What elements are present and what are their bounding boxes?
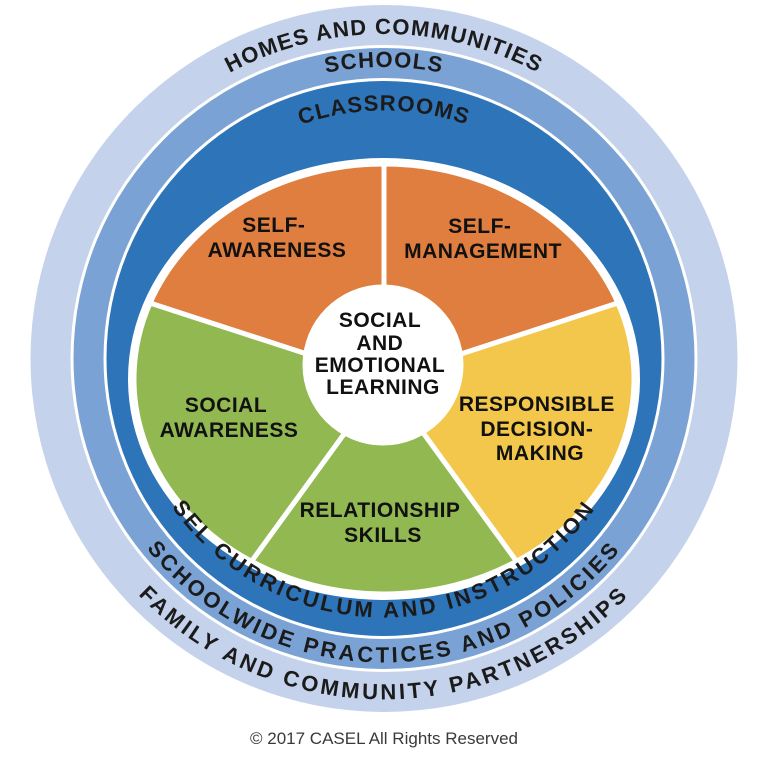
label-self-awareness: SELF- AWARENESS <box>208 214 347 262</box>
wedge-relationship-skills <box>249 376 519 597</box>
center-title: SOCIAL AND EMOTIONAL LEARNING <box>315 309 451 399</box>
center-circle <box>302 284 464 446</box>
label-social-awareness: SOCIAL AWARENESS <box>160 394 299 442</box>
copyright-text: © 2017 CASEL All Rights Reserved <box>250 729 518 748</box>
label-responsible-decision-making: RESPONSIBLE DECISION- MAKING <box>459 393 621 465</box>
label-self-management: SELF- MANAGEMENT <box>404 215 562 263</box>
label-relationship-skills: RELATIONSHIP SKILLS <box>300 499 467 547</box>
